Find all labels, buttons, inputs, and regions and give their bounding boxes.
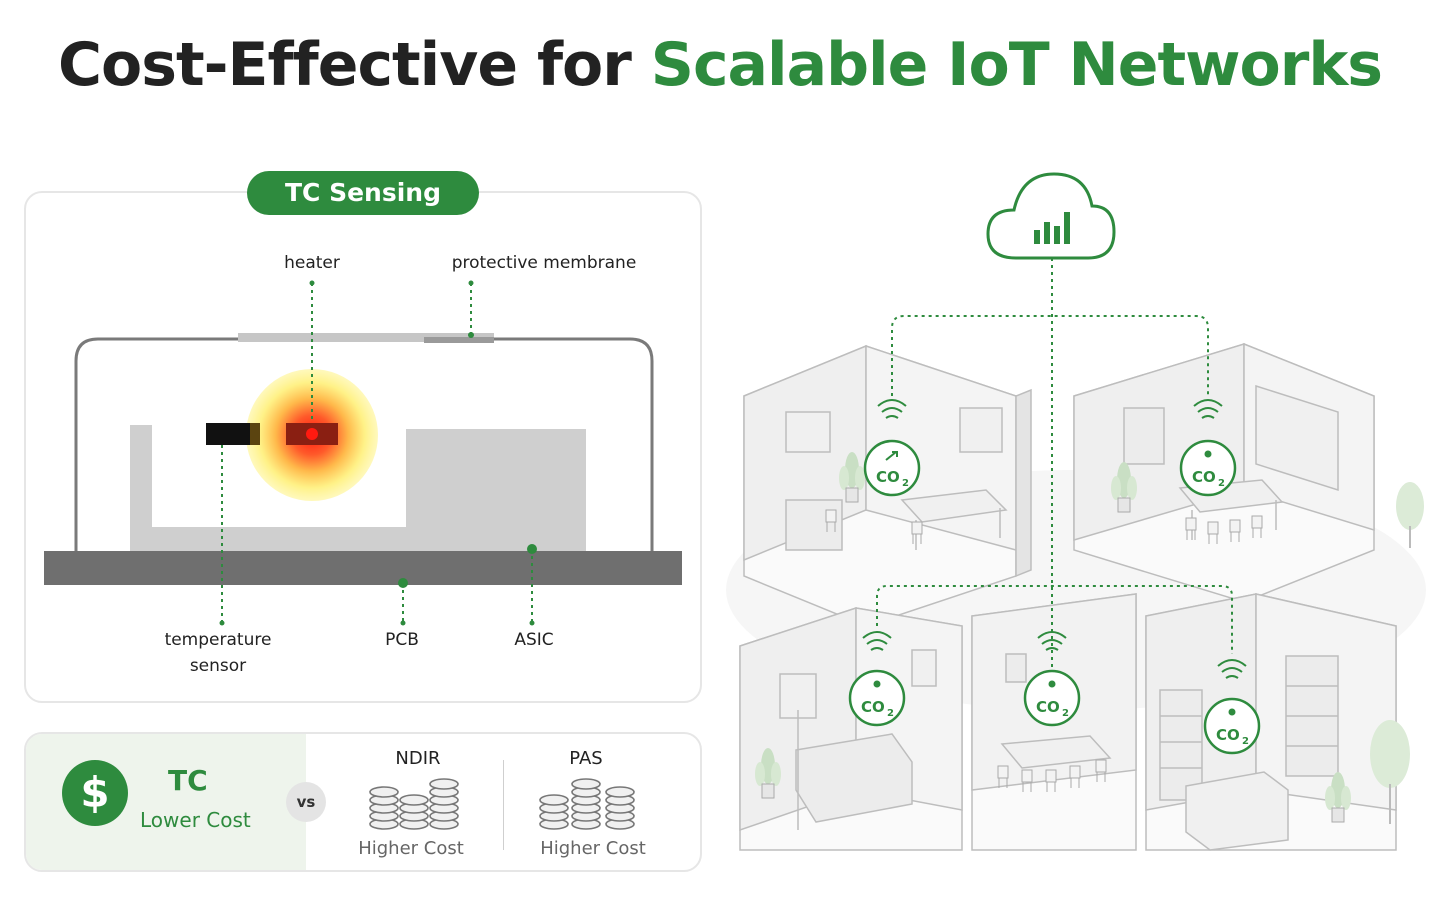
title-part-1: Cost-Effective for <box>58 30 651 100</box>
dollar-icon: $ <box>62 760 128 826</box>
tc-sensing-heading: TC Sensing <box>247 171 479 215</box>
membrane-edge <box>424 337 494 343</box>
divider <box>503 760 504 850</box>
room-shop <box>1145 593 1397 851</box>
svg-text:2: 2 <box>1218 478 1225 489</box>
pas-name: PAS <box>569 748 603 769</box>
asic-label: ASIC <box>514 630 554 650</box>
sensor-cross-section-diagram <box>44 280 682 626</box>
co2-sensor-5: CO 2 <box>1203 659 1261 755</box>
pas-cost: Higher Cost <box>540 838 646 859</box>
iot-network-illustration: CO 2 CO 2 CO 2 CO 2 CO 2 <box>726 172 1426 851</box>
temperature-sensor-element <box>206 423 260 445</box>
svg-text:2: 2 <box>1242 736 1249 747</box>
co2-sensor-1: CO 2 <box>863 399 921 497</box>
membrane-label: protective membrane <box>451 253 637 273</box>
coin-stacks-icon <box>369 778 459 830</box>
pcb-label: PCB <box>385 630 419 650</box>
room-office <box>743 344 1032 627</box>
co2-sensor-3: CO 2 <box>848 631 906 727</box>
temperature-sensor-label-2: sensor <box>189 656 247 676</box>
svg-text:CO: CO <box>1192 468 1216 486</box>
svg-text:CO: CO <box>861 698 885 716</box>
coin-stacks-icon <box>539 778 635 830</box>
svg-text:2: 2 <box>902 478 909 489</box>
tc-cost-box: $ TC Lower Cost <box>26 734 306 870</box>
co2-sensor-2: CO 2 <box>1179 399 1237 497</box>
ndir-name: NDIR <box>395 748 441 769</box>
heater-label: heater <box>284 253 340 273</box>
svg-text:CO: CO <box>1036 698 1060 716</box>
room-lounge <box>739 606 963 851</box>
tree-bottom <box>1370 720 1410 824</box>
vs-badge: vs <box>286 782 326 822</box>
tree-right <box>1396 482 1424 548</box>
network-links <box>876 258 1233 670</box>
cost-comparison-panel: $ TC Lower Cost vs NDIR Higher Cost PAS … <box>24 732 702 872</box>
page-title: Cost-Effective for Scalable IoT Networks <box>0 30 1440 100</box>
title-part-2: Scalable IoT Networks <box>650 30 1383 100</box>
ndir-cost: Higher Cost <box>358 838 464 859</box>
svg-text:2: 2 <box>1062 708 1069 719</box>
protective-membrane <box>238 333 494 342</box>
tc-cost: Lower Cost <box>140 808 251 832</box>
co2-label: CO <box>876 468 900 486</box>
svg-text:CO: CO <box>1216 726 1240 744</box>
cloud-bar-chart-icon <box>986 172 1116 260</box>
temperature-sensor-label-1: temperature <box>164 630 272 650</box>
tc-name: TC <box>168 764 208 797</box>
asic-body <box>130 425 586 551</box>
pcb-board <box>44 551 682 585</box>
co2-sensor-4: CO 2 <box>1023 631 1081 727</box>
svg-text:2: 2 <box>887 708 894 719</box>
